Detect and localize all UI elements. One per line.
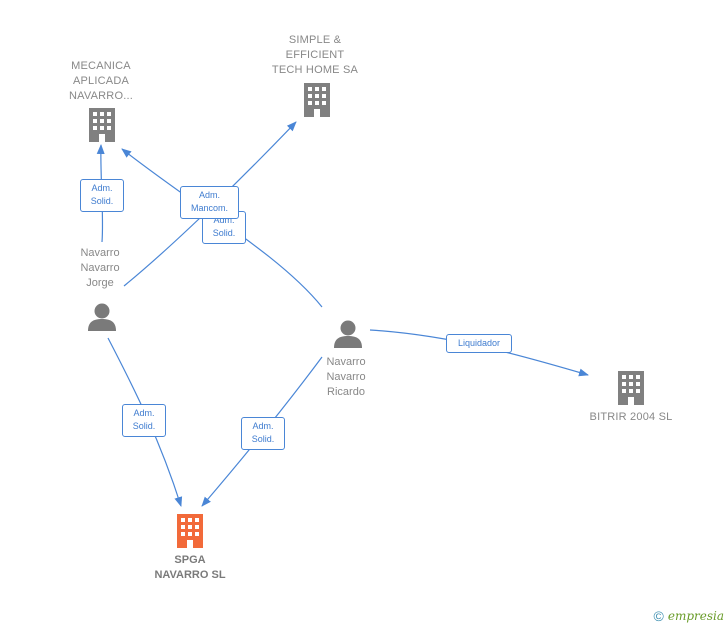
node-label-ricardo: Navarro Navarro Ricardo [326,356,366,398]
node-label-spga: SPGA NAVARRO SL [154,554,226,581]
node-label-jorge: Navarro Navarro Jorge [80,247,120,289]
edge-label-ricardo-spga[interactable]: Adm. Solid. [241,417,285,450]
edge-label-ricardo-mecanica[interactable]: Adm. Mancom. [180,186,239,219]
node-label-mecanica: MECANICA APLICADA NAVARRO... [69,60,133,102]
person-icon[interactable] [88,303,116,332]
person-icon[interactable] [334,320,362,349]
node-label-bitrir: BITRIR 2004 SL [589,411,673,423]
edge-label-jorge-mecanica[interactable]: Adm. Solid. [80,179,124,212]
copyright-icon: © [653,608,664,624]
edge-label-ricardo-bitrir[interactable]: Liquidador [446,334,512,353]
building-icon[interactable] [89,108,115,142]
edge-label-jorge-spga[interactable]: Adm. Solid. [122,404,166,437]
node-label-simple: SIMPLE & EFFICIENT TECH HOME SA [271,34,359,76]
building-icon[interactable] [618,371,644,405]
brand-logo: © empresia [654,608,724,624]
building-icon[interactable] [304,83,330,117]
building-icon-main[interactable] [177,514,203,548]
brand-name: empresia [667,609,724,623]
